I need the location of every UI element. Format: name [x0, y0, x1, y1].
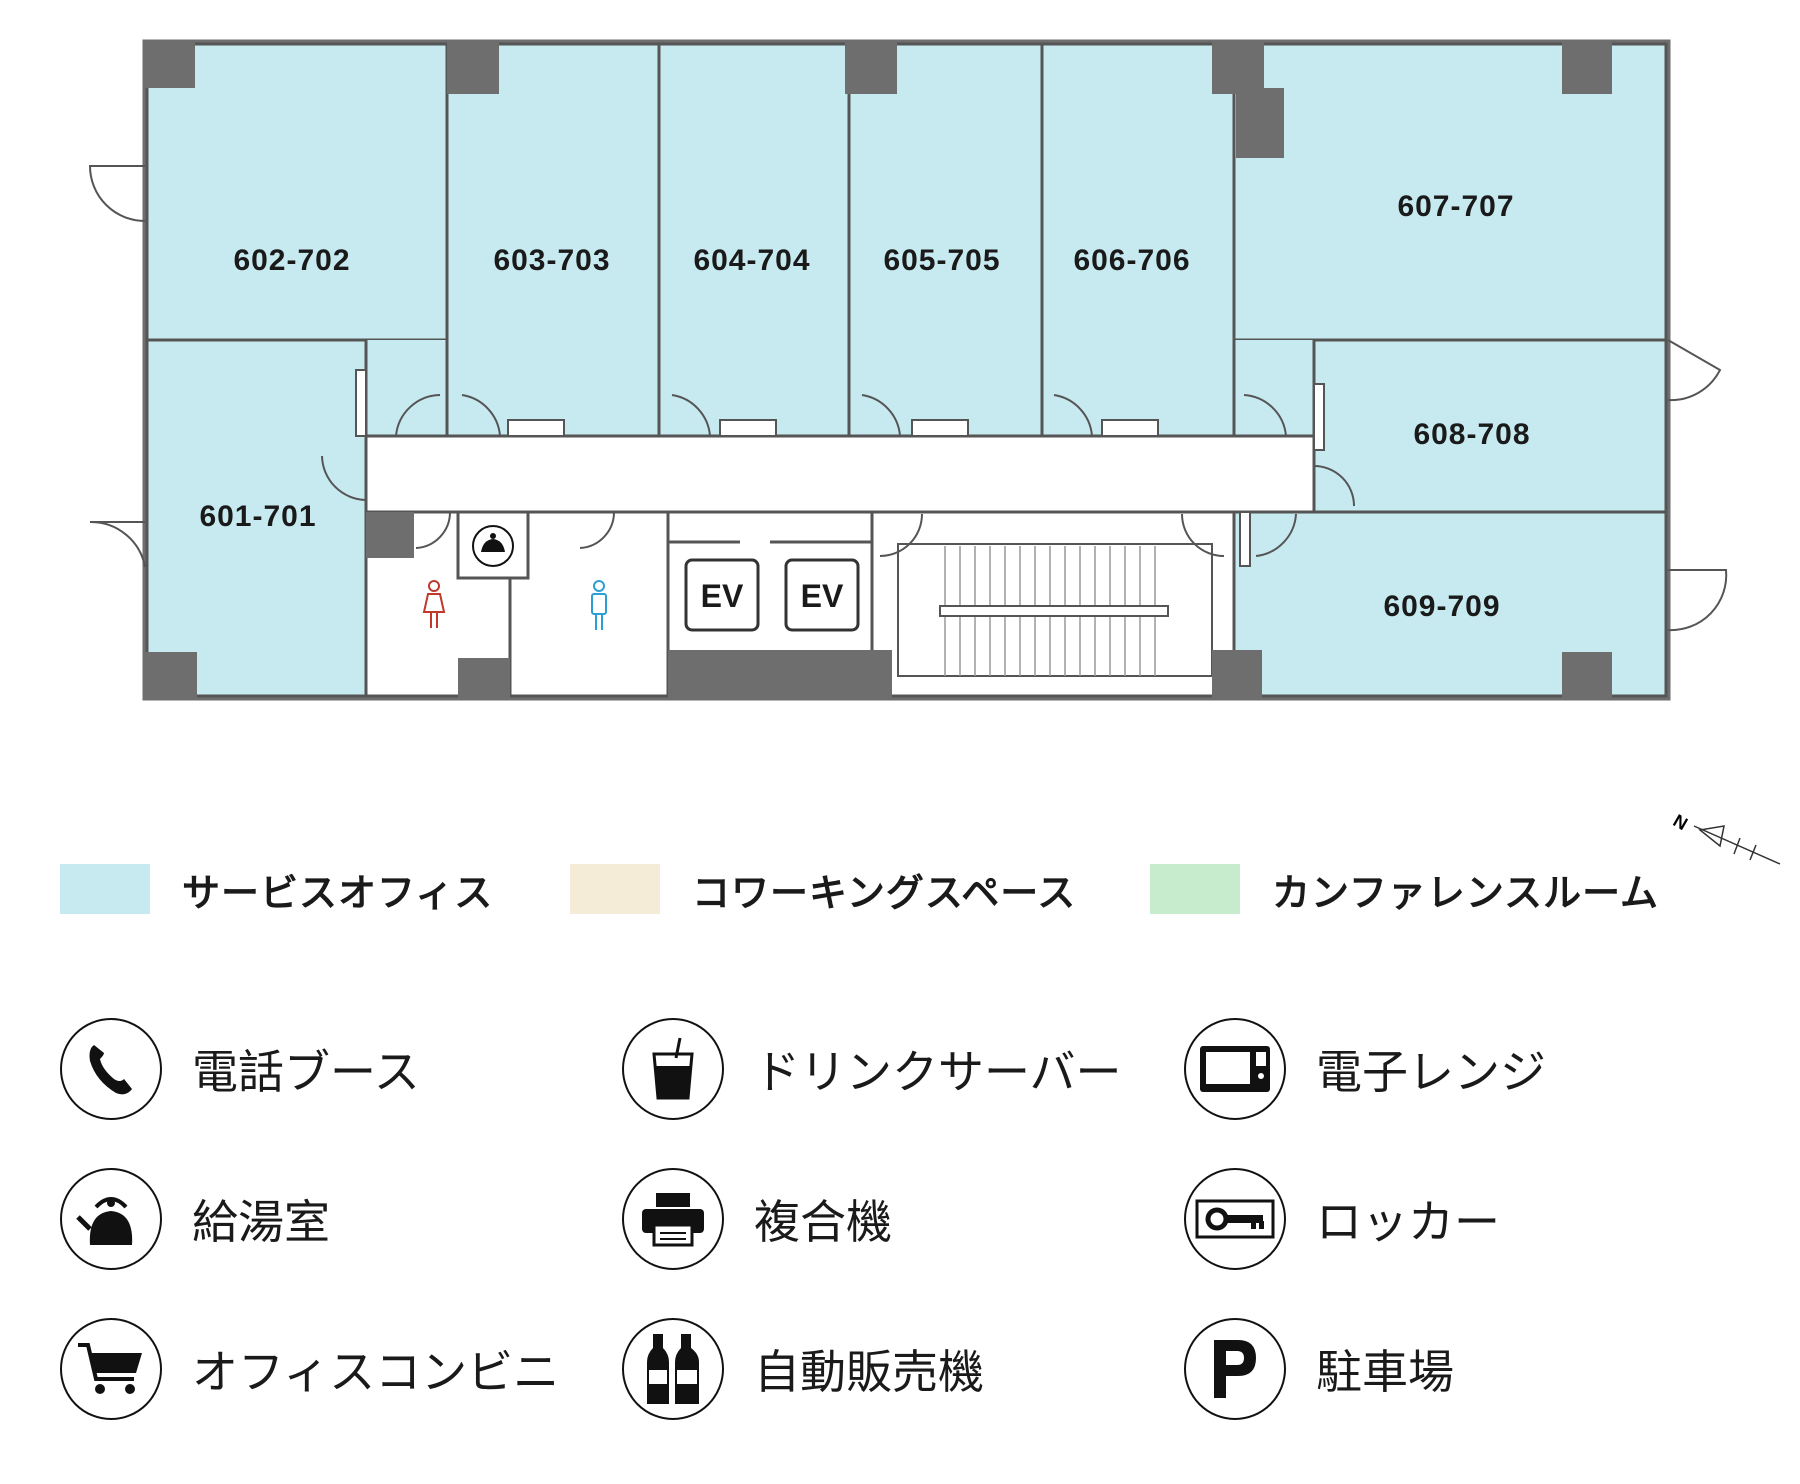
- door: [89, 520, 146, 568]
- column: [366, 512, 414, 558]
- room-label-609-709: 609-709: [1383, 590, 1500, 623]
- facility-label: 自動販売機: [754, 1345, 984, 1399]
- elevator-1: [684, 558, 760, 632]
- column: [1212, 650, 1262, 698]
- legend-coworking: コワーキングスペース: [570, 864, 1077, 915]
- column: [1562, 42, 1612, 94]
- legend-label: カンファレンスルーム: [1272, 870, 1659, 915]
- compass-label: N: [1670, 810, 1691, 834]
- column: [1562, 652, 1612, 698]
- parking-icon: [1184, 1318, 1286, 1420]
- legend-swatch: [60, 864, 150, 914]
- room-label-607-707: 607-707: [1397, 190, 1514, 223]
- door: [88, 165, 146, 222]
- facility-label: 給湯室: [192, 1195, 330, 1249]
- room-label-601-701: 601-701: [199, 500, 316, 533]
- room-602-lower: [366, 340, 447, 436]
- facility-locker: ロッカー: [1184, 1166, 1500, 1272]
- room-label-606-706: 606-706: [1073, 244, 1190, 277]
- door: [861, 394, 901, 437]
- room-label-603-703: 603-703: [493, 244, 610, 277]
- compass: N: [1670, 810, 1781, 865]
- corridor: [364, 434, 1316, 514]
- room-label-604-704: 604-704: [693, 244, 810, 277]
- cart-icon: [60, 1318, 162, 1420]
- facility-printer: 複合機: [622, 1166, 892, 1272]
- facility-parking: 駐車場: [1184, 1316, 1454, 1422]
- facility-label: ロッカー: [1316, 1195, 1500, 1249]
- kettle-icon: [472, 525, 514, 567]
- key-icon: [1184, 1168, 1286, 1270]
- door: [415, 511, 452, 549]
- room-label-608-708: 608-708: [1413, 418, 1530, 451]
- facility-phone-booth: 電話ブース: [60, 1016, 420, 1122]
- microwave-icon: [1184, 1018, 1286, 1120]
- room-605-705[interactable]: [847, 42, 1044, 438]
- legend-conference: カンファレンスルーム: [1150, 864, 1659, 915]
- facility-label: 駐車場: [1316, 1345, 1454, 1399]
- room-604-704[interactable]: [657, 42, 851, 438]
- column: [447, 42, 499, 94]
- door: [1255, 513, 1297, 557]
- phone-icon: [60, 1018, 162, 1120]
- legend-swatch: [1150, 864, 1240, 914]
- facility-label: オフィスコンビニ: [192, 1345, 560, 1399]
- bottles-icon: [622, 1318, 724, 1420]
- facility-label: 電子レンジ: [1316, 1045, 1546, 1099]
- column: [845, 42, 897, 94]
- elevator-label: EV: [801, 578, 844, 614]
- facility-drink-server: ドリンクサーバー: [622, 1016, 1122, 1122]
- elevator-2: [784, 558, 860, 632]
- columns: [145, 42, 1612, 698]
- room-601-701[interactable]: [145, 338, 368, 698]
- facility-label: 複合機: [754, 1195, 892, 1249]
- column: [668, 650, 892, 698]
- women-restroom-icon: [422, 580, 446, 628]
- legend-label: コワーキングスペース: [692, 870, 1077, 915]
- room-608-708[interactable]: [1312, 338, 1668, 514]
- door: [321, 455, 367, 501]
- door: [1053, 394, 1093, 437]
- facility-vending-machine: 自動販売機: [622, 1316, 984, 1422]
- room-606-706[interactable]: [1040, 42, 1236, 438]
- facility-microwave: 電子レンジ: [1184, 1016, 1546, 1122]
- facility-kitchenette: 給湯室: [60, 1166, 330, 1272]
- column: [145, 42, 195, 88]
- printer-icon: [622, 1168, 724, 1270]
- column: [458, 658, 510, 698]
- floor-plan: EV EV: [88, 39, 1728, 701]
- door: [395, 394, 441, 437]
- room-label-602-702: 602-702: [233, 244, 350, 277]
- legend-label: サービスオフィス: [182, 870, 494, 915]
- door: [1667, 339, 1722, 402]
- door: [879, 513, 923, 557]
- door: [1667, 569, 1728, 632]
- door: [579, 511, 616, 549]
- column: [145, 652, 197, 698]
- mens-restroom: [508, 510, 670, 698]
- legend-swatch: [570, 864, 660, 914]
- room-607-lower: [1234, 340, 1314, 436]
- door: [1181, 513, 1225, 557]
- legend-service-office: サービスオフィス: [60, 864, 494, 915]
- room-603-703[interactable]: [445, 42, 661, 438]
- door: [671, 394, 711, 437]
- drink-icon: [622, 1018, 724, 1120]
- column: [1212, 42, 1264, 94]
- door: [1243, 394, 1287, 437]
- men-restroom-icon: [591, 580, 607, 630]
- column: [1236, 88, 1284, 158]
- kettle-icon: [60, 1168, 162, 1270]
- door: [461, 394, 501, 437]
- facility-label: ドリンクサーバー: [754, 1045, 1122, 1099]
- facility-label: 電話ブース: [192, 1045, 420, 1099]
- facility-office-convenience: オフィスコンビニ: [60, 1316, 559, 1422]
- elevator-label: EV: [701, 578, 744, 614]
- door: [1313, 465, 1355, 507]
- room-label-605-705: 605-705: [883, 244, 1000, 277]
- room-602-702[interactable]: [145, 42, 449, 342]
